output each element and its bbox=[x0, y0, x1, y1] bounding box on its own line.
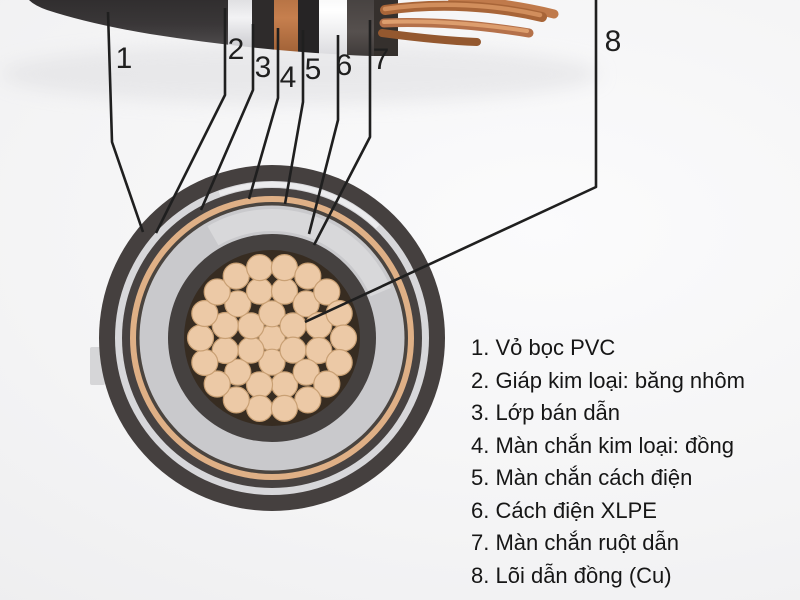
copper-strand bbox=[294, 262, 322, 290]
legend-separator: . bbox=[483, 432, 496, 458]
copper-strand bbox=[224, 358, 252, 386]
copper-strand bbox=[292, 358, 320, 386]
copper-strand bbox=[329, 324, 358, 352]
callout-number-7: 7 bbox=[373, 43, 390, 76]
copper-strand bbox=[305, 336, 333, 365]
copper-strand bbox=[191, 299, 219, 328]
cable-band-semiconductor bbox=[252, 0, 274, 56]
legend-item-6: 6. Cách điện XLPE bbox=[471, 495, 745, 528]
legend-label: Lớp bán dẫn bbox=[495, 400, 621, 425]
legend-item-4: 4. Màn chắn kim loại: đồng bbox=[471, 430, 745, 463]
copper-strand-field bbox=[186, 254, 358, 422]
copper-strand bbox=[246, 394, 274, 422]
callout-line-8 bbox=[304, 0, 598, 324]
callout-lines bbox=[106, 0, 598, 324]
copper-strand bbox=[222, 386, 250, 414]
copper-strand bbox=[325, 348, 353, 377]
copper-strand bbox=[211, 311, 239, 340]
copper-strand bbox=[237, 336, 265, 364]
legend-separator: . bbox=[483, 465, 496, 490]
copper-strand bbox=[292, 290, 320, 318]
xlpe-highlight bbox=[143, 209, 401, 467]
legend-label: Cách điện XLPE bbox=[495, 497, 657, 523]
legend-num: 8 bbox=[471, 562, 484, 588]
copper-strand bbox=[294, 386, 322, 414]
cable-band-insulation-screen bbox=[298, 0, 319, 56]
callout-number-4: 4 bbox=[280, 61, 297, 94]
callout-number-6: 6 bbox=[336, 49, 353, 82]
copper-strand bbox=[203, 278, 231, 306]
callout-number-1: 1 bbox=[116, 42, 133, 75]
callout-number-2: 2 bbox=[228, 33, 245, 66]
legend-num: 4 bbox=[471, 432, 484, 458]
legend-num: 1 bbox=[471, 335, 484, 360]
legend-item-8: 8. Lõi dẫn đồng (Cu) bbox=[471, 560, 745, 593]
legend-separator: . bbox=[483, 497, 496, 523]
legend-separator: . bbox=[483, 562, 496, 588]
copper-strand bbox=[186, 324, 215, 352]
legend-label: Giáp kim loại: băng nhôm bbox=[495, 367, 745, 393]
legend-label: Màn chắn kim loại: đồng bbox=[495, 432, 734, 458]
legend-num: 7 bbox=[471, 530, 484, 555]
copper-strand bbox=[245, 277, 274, 305]
cable-shadow bbox=[0, 44, 600, 104]
callout-line-6 bbox=[307, 35, 340, 235]
copper-strand bbox=[258, 300, 286, 328]
legend-label: Màn chắn ruột dẫn bbox=[495, 530, 679, 555]
copper-strand bbox=[258, 348, 286, 376]
copper-strand bbox=[246, 254, 274, 282]
copper-strand bbox=[191, 348, 219, 377]
copper-strand bbox=[279, 336, 307, 364]
callout-line-2 bbox=[154, 8, 227, 234]
callout-line-3 bbox=[199, 24, 255, 211]
callout-line-1 bbox=[106, 11, 145, 233]
legend-item-5: 5. Màn chắn cách điện bbox=[471, 462, 745, 495]
legend-separator: . bbox=[483, 335, 496, 360]
callout-number-8: 8 bbox=[605, 25, 622, 58]
callout-number-3: 3 bbox=[255, 51, 272, 84]
copper-strand bbox=[224, 290, 252, 318]
legend-num: 5 bbox=[471, 465, 484, 490]
copper-strand bbox=[279, 312, 307, 340]
copper-strands-3d bbox=[378, 0, 559, 46]
copper-strand bbox=[222, 262, 250, 290]
legend-separator: . bbox=[483, 367, 496, 393]
legend-separator: . bbox=[483, 400, 496, 425]
cable-band-xlpe bbox=[319, 0, 347, 56]
copper-strand bbox=[270, 394, 298, 422]
legend-item-7: 7. Màn chắn ruột dẫn bbox=[471, 527, 745, 560]
legend-label: Vỏ bọc PVC bbox=[495, 335, 616, 360]
copper-strand bbox=[270, 254, 298, 282]
callout-line-4 bbox=[247, 28, 280, 200]
legend-num: 6 bbox=[471, 497, 484, 523]
legend-item-3: 3. Lớp bán dẫn bbox=[471, 397, 745, 430]
legend-num: 2 bbox=[471, 367, 484, 393]
callout-numbers: 1 2 3 4 5 6 7 8 bbox=[116, 25, 622, 94]
cable-cross-section bbox=[90, 165, 445, 511]
copper-strand bbox=[203, 370, 231, 398]
legend-label: Màn chắn cách điện bbox=[495, 465, 693, 490]
callout-number-5: 5 bbox=[305, 53, 322, 86]
legend-separator: . bbox=[483, 530, 496, 555]
legend-label: Lõi dẫn đồng (Cu) bbox=[495, 562, 672, 588]
callout-line-5 bbox=[283, 30, 305, 205]
legend: 1. Vỏ bọc PVC 2. Giáp kim loại: băng nhô… bbox=[471, 332, 745, 592]
tape-highlight bbox=[116, 181, 428, 494]
callout-line-7 bbox=[312, 20, 372, 246]
copper-strand bbox=[325, 299, 353, 328]
copper-strand bbox=[313, 370, 341, 398]
copper-strand bbox=[313, 278, 341, 306]
legend-item-1: 1. Vỏ bọc PVC bbox=[471, 332, 745, 365]
legend-num: 3 bbox=[471, 400, 484, 425]
legend-item-2: 2. Giáp kim loại: băng nhôm bbox=[471, 365, 745, 398]
